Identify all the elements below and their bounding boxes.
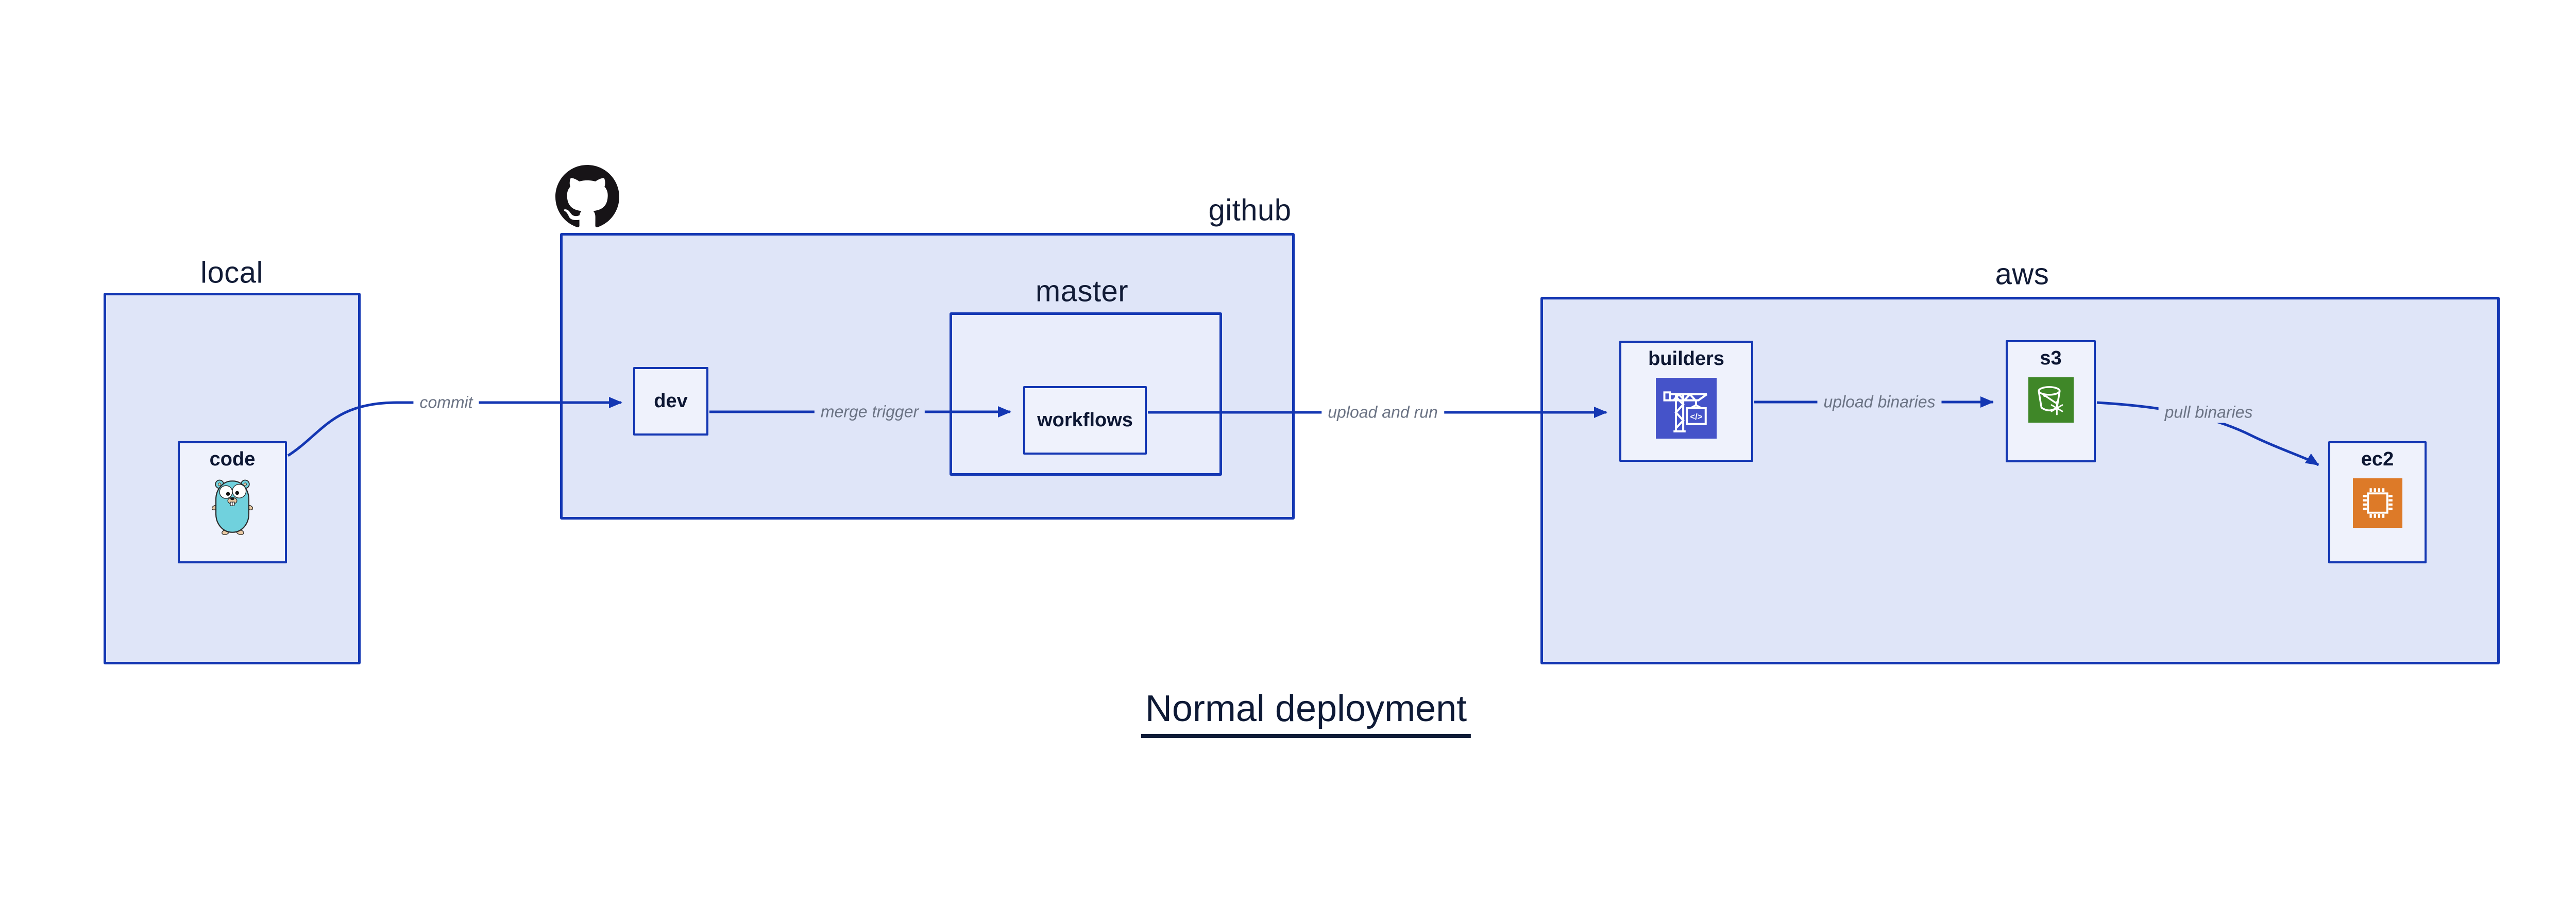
workflows-node-label: workflows bbox=[1037, 409, 1133, 431]
builders-node: builders </> bbox=[1619, 341, 1753, 462]
dev-node-label: dev bbox=[654, 390, 688, 412]
edge-label-commit: commit bbox=[413, 392, 479, 413]
edge-label-pull-binaries: pull binaries bbox=[2158, 402, 2259, 423]
workflows-node: workflows bbox=[1023, 386, 1147, 455]
build-crane-icon: </> bbox=[1656, 377, 1717, 439]
ec2-node: ec2 bbox=[2328, 441, 2427, 563]
edge-commit bbox=[287, 397, 622, 457]
ec2-chip-icon bbox=[2352, 478, 2402, 528]
master-section-label: master bbox=[1035, 274, 1129, 308]
aws-section-label: aws bbox=[1995, 257, 2049, 291]
github-section-label: github bbox=[1208, 193, 1292, 227]
code-node: code bbox=[178, 441, 287, 563]
diagram-title: Normal deployment bbox=[1141, 688, 1471, 738]
ec2-node-label: ec2 bbox=[2361, 448, 2394, 470]
code-node-label: code bbox=[209, 448, 256, 470]
edge-label-upload-and-run: upload and run bbox=[1321, 402, 1444, 423]
dev-node: dev bbox=[633, 367, 708, 436]
code-brackets-glyph: </> bbox=[1690, 412, 1703, 422]
builders-node-label: builders bbox=[1648, 348, 1724, 370]
local-section-label: local bbox=[200, 256, 263, 290]
go-gopher-icon bbox=[212, 479, 253, 535]
s3-bucket-icon bbox=[2028, 377, 2074, 423]
s3-node-label: s3 bbox=[2040, 347, 2062, 369]
s3-node: s3 bbox=[2006, 340, 2096, 462]
edge-pull-binaries bbox=[2096, 401, 2319, 466]
edge-label-merge-trigger: merge trigger bbox=[814, 401, 925, 423]
edge-label-upload-binaries: upload binaries bbox=[1817, 391, 1942, 413]
github-logo-icon bbox=[555, 165, 619, 227]
